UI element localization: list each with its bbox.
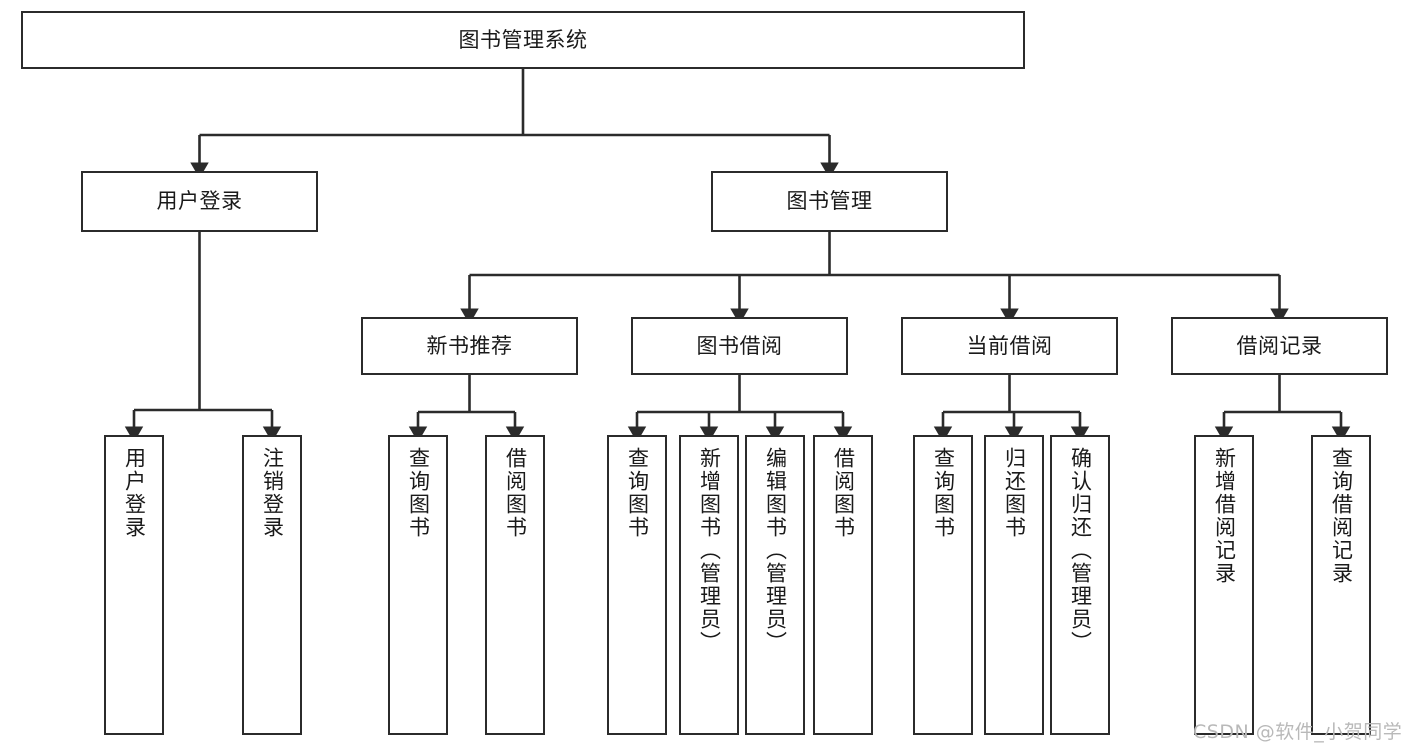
node-label: 注销登录 <box>260 447 285 539</box>
node-label: 图书借阅 <box>696 333 783 358</box>
node-label: 图书管理系统 <box>458 27 588 52</box>
l2-node-book-borrow[interactable]: 图书借阅 <box>631 317 848 375</box>
node-label: 查询图书 <box>406 447 431 539</box>
node-label: 新增图书（管理员） <box>697 447 722 654</box>
leaf-node-leaf-query-record[interactable]: 查询借阅记录 <box>1311 435 1371 735</box>
node-label: 借阅图书 <box>831 447 856 539</box>
l1-node-user-login[interactable]: 用户登录 <box>81 171 318 232</box>
node-label: 图书管理 <box>786 189 873 214</box>
leaf-node-leaf-query-book-2[interactable]: 查询图书 <box>607 435 667 735</box>
leaf-node-leaf-confirm-return[interactable]: 确认归还（管理员） <box>1050 435 1110 735</box>
l2-node-borrow-record[interactable]: 借阅记录 <box>1171 317 1388 375</box>
node-label: 归还图书 <box>1002 447 1027 539</box>
leaf-node-leaf-logout[interactable]: 注销登录 <box>242 435 302 735</box>
connector-group <box>124 69 1351 443</box>
root-node[interactable]: 图书管理系统 <box>21 11 1025 69</box>
node-label: 确认归还（管理员） <box>1068 447 1093 654</box>
node-label: 查询图书 <box>931 447 956 539</box>
node-label: 当前借阅 <box>966 333 1053 358</box>
node-label: 借阅记录 <box>1236 333 1323 358</box>
leaf-node-leaf-borrow-book-2[interactable]: 借阅图书 <box>813 435 873 735</box>
node-label: 新增借阅记录 <box>1212 447 1237 585</box>
node-label: 用户登录 <box>122 447 147 539</box>
leaf-node-leaf-query-book-1[interactable]: 查询图书 <box>388 435 448 735</box>
l2-node-current-borrow[interactable]: 当前借阅 <box>901 317 1118 375</box>
l1-node-book-manage[interactable]: 图书管理 <box>711 171 948 232</box>
node-label: 编辑图书（管理员） <box>763 447 788 654</box>
node-label: 查询图书 <box>625 447 650 539</box>
l2-node-new-book-recommend[interactable]: 新书推荐 <box>361 317 578 375</box>
leaf-node-leaf-return-book[interactable]: 归还图书 <box>984 435 1044 735</box>
node-label: 查询借阅记录 <box>1329 447 1354 585</box>
leaf-node-leaf-add-book[interactable]: 新增图书（管理员） <box>679 435 739 735</box>
leaf-node-leaf-add-record[interactable]: 新增借阅记录 <box>1194 435 1254 735</box>
leaf-node-leaf-edit-book[interactable]: 编辑图书（管理员） <box>745 435 805 735</box>
node-label: 用户登录 <box>156 189 243 214</box>
leaf-node-leaf-query-book-3[interactable]: 查询图书 <box>913 435 973 735</box>
leaf-node-leaf-user-login[interactable]: 用户登录 <box>104 435 164 735</box>
node-label: 借阅图书 <box>503 447 528 539</box>
leaf-node-leaf-borrow-book-1[interactable]: 借阅图书 <box>485 435 545 735</box>
node-label: 新书推荐 <box>426 333 513 358</box>
